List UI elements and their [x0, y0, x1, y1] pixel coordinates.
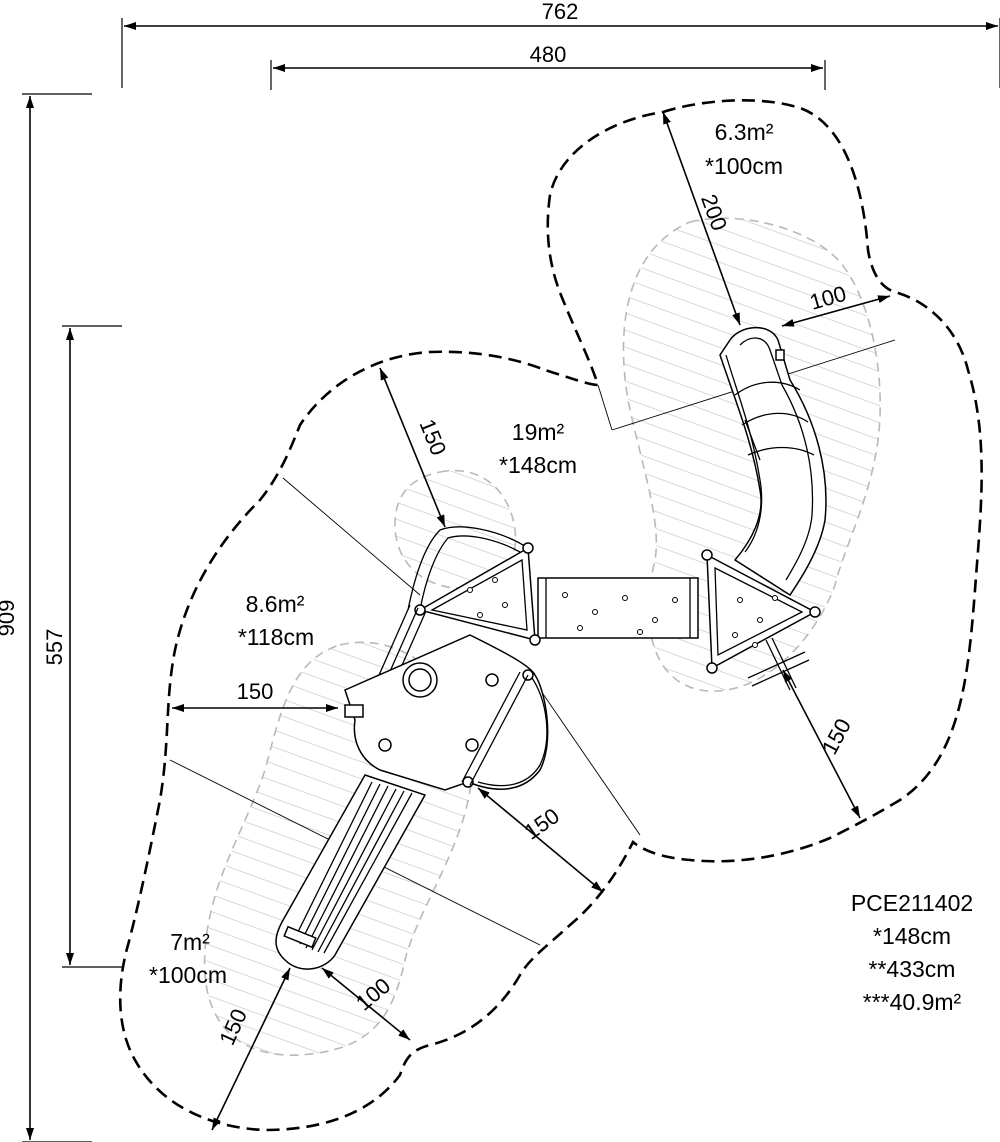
height-center: *148cm	[499, 452, 577, 478]
height-top-slide: *100cm	[705, 153, 783, 179]
dim-label-150-left: 150	[237, 679, 274, 704]
height-left: *118cm	[238, 624, 314, 650]
bridge	[537, 577, 699, 639]
area-top-slide: 6.3m²	[715, 119, 774, 145]
dim-label-150-upper: 150	[414, 415, 451, 458]
dim-label-150-right: 150	[817, 714, 856, 758]
straight-slide	[275, 774, 427, 970]
height-bottom-slide: *100cm	[149, 962, 227, 988]
central-deck	[344, 634, 549, 791]
divider-top-left	[597, 384, 613, 431]
product-fall-height: *148cm	[873, 923, 951, 949]
dim-label-480: 480	[530, 42, 567, 67]
dim-100-bottom	[321, 967, 411, 1041]
safety-zone-outline	[118, 99, 983, 1132]
dim-150-lower	[477, 787, 604, 893]
dim-label-150-lower: 150	[519, 803, 563, 845]
dim-100-top	[781, 295, 891, 327]
product-info: PCE211402 *148cm **433cm ***40.9m²	[851, 890, 973, 1015]
area-left: 8.6m²	[246, 591, 305, 617]
product-free-height: **433cm	[869, 956, 956, 982]
dim-150-right	[782, 669, 861, 819]
upper-tower	[367, 526, 541, 707]
product-total-area: ***40.9m²	[863, 989, 962, 1015]
dim-label-909: 909	[0, 600, 19, 637]
product-code: PCE211402	[851, 890, 973, 916]
divider-center-right	[529, 674, 641, 836]
divider-left-upper	[282, 477, 421, 596]
curved-slide	[719, 326, 827, 597]
dimension-lines	[22, 18, 1000, 1142]
dim-label-557: 557	[42, 629, 67, 666]
area-bottom-slide: 7m²	[170, 929, 210, 955]
right-deck	[701, 549, 821, 691]
dim-200	[662, 111, 741, 326]
area-labels: 6.3m² *100cm 19m² *148cm 8.6m² *118cm 7m…	[149, 119, 783, 988]
dim-label-762: 762	[542, 0, 579, 24]
dim-150-upper	[379, 367, 446, 528]
dim-150-bottom	[211, 967, 291, 1131]
area-center: 19m²	[512, 419, 565, 445]
equipment	[275, 326, 827, 970]
